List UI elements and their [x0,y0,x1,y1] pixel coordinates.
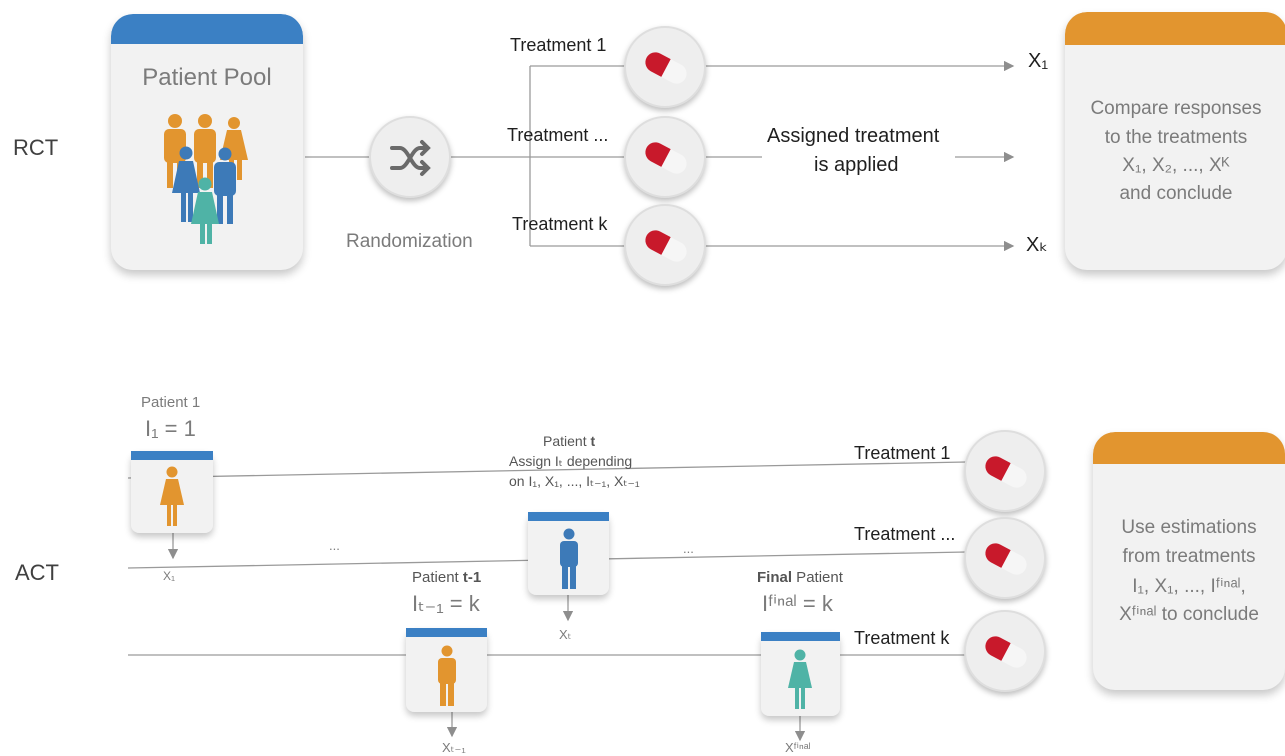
patient-t-card [528,512,609,595]
person-icon [788,649,812,709]
patient-tm1-label: Patient t-1 [412,569,481,586]
rct-xk-output: Xₖ [1026,234,1048,256]
act-conclusion-card: Use estimations from treatments I₁, X₁, … [1093,432,1285,690]
pill-icon [645,230,687,262]
assign-line-1: Assign Iₜ depending [509,453,633,469]
rct-conclusion-line1: Compare responses [1090,98,1262,119]
act-conclusion-line4: Xᶠⁱⁿᵃˡ to conclude [1119,604,1259,625]
act-xfinal-output: Xᶠⁱⁿᵃˡ [785,740,811,755]
assigned-treatment-label-line2: is applied [814,154,899,176]
ellipsis-left: ... [329,538,340,553]
person-icon [560,528,578,589]
final-patient-card [761,632,840,716]
patient-t-label: Patient t [543,433,595,449]
rct-conclusion-line2: to the treatments [1104,127,1248,148]
rct-treatment-1-label: Treatment 1 [510,35,607,55]
rct-treatment-k-node [624,204,706,286]
patient-t-bold: t [590,433,596,449]
act-xtm1-output: Xₜ₋₁ [442,740,466,755]
card-header-bar [528,512,609,521]
assigned-treatment-label-line1: Assigned treatment [767,125,940,147]
patient-t-prefix: Patient [543,433,591,449]
card-header-bar [761,632,840,641]
act-xt-output: Xₜ [559,627,572,642]
act-conclusion-line3: I₁, X₁, ..., Iᶠⁱⁿᵃˡ, [1132,576,1246,597]
final-suffix: Patient [792,569,843,586]
card-header-bar [1065,12,1285,45]
patient-tm1-prefix: Patient [412,569,463,586]
act-treatment-1-node [964,430,1046,512]
patient-pool-card: Patient Pool [111,14,303,270]
act-treatment-k-label: Treatment k [854,628,950,648]
rct-treatment-mid-node [624,116,706,198]
card-header-bar [111,14,303,44]
randomization-node [369,116,451,198]
rct-conclusion-line3: X₁, X₂, ..., Xᴷ [1122,155,1230,176]
patient-group-icon [164,114,248,244]
rct-treatment-1-node [624,26,706,108]
final-patient-assignment: Iᶠⁱⁿᵃˡ = k [762,591,833,616]
assign-line-2: on I₁, X₁, ..., Iₜ₋₁, Xₜ₋₁ [509,473,640,489]
randomization-label: Randomization [346,231,473,252]
final-patient-label: Final Patient [757,569,843,586]
rct-label: RCT [13,135,59,160]
patient-tm1-bold: t-1 [462,569,482,586]
card-header-bar [1093,432,1285,464]
act-conclusion-line1: Use estimations [1121,517,1257,538]
act-treatment-k-node [964,610,1046,692]
pill-icon [985,636,1027,668]
shuffle-icon [390,140,431,176]
act-treatment-1-label: Treatment 1 [854,443,951,463]
person-icon [160,466,184,526]
rct-treatment-mid-label: Treatment ... [507,125,609,145]
act-label: ACT [15,560,59,585]
rct-treatment-k-label: Treatment k [512,214,608,234]
card-header-bar [131,451,213,460]
ellipsis-right: ... [683,541,694,556]
act-conclusion-line2: from treatments [1122,546,1256,567]
rct-conclusion-card: Compare responses to the treatments X₁, … [1065,12,1285,270]
rct-x1-output: X₁ [1028,50,1049,72]
act-x1-output: X₁ [163,569,176,583]
patient-tm1-assignment: Iₜ₋₁ = k [412,591,480,616]
patient-1-label: Patient 1 [141,394,201,411]
act-treatment-mid-node [964,517,1046,599]
final-bold: Final [757,569,793,586]
pill-icon [645,52,687,84]
card-header-bar [406,628,487,637]
pill-icon [985,456,1027,488]
patient-1-assignment: I₁ = 1 [145,416,196,441]
patient-tm1-card [406,628,487,712]
patient-1-card [131,451,213,533]
person-icon [438,645,456,706]
pill-icon [985,543,1027,575]
pill-icon [645,142,687,174]
rct-conclusion-line4: and conclude [1119,183,1233,204]
act-treatment-mid-label: Treatment ... [854,524,956,544]
patient-pool-title: Patient Pool [142,64,272,91]
